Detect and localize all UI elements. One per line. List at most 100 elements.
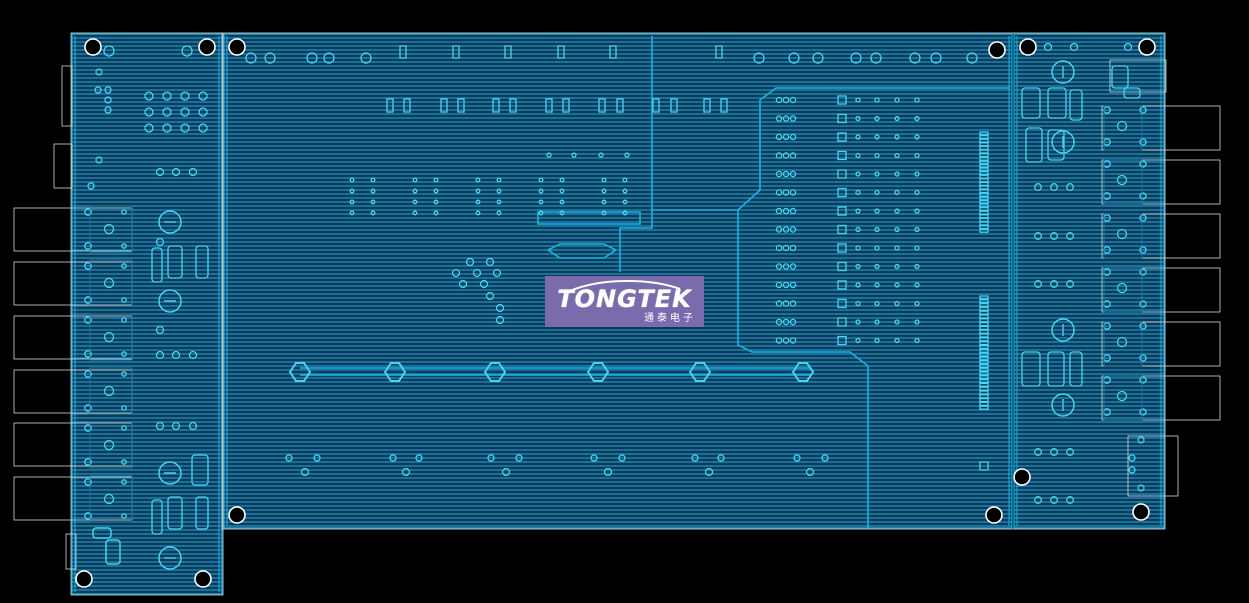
pad-icon xyxy=(837,261,847,272)
pad-icon xyxy=(1021,87,1041,119)
via-icon xyxy=(782,281,790,289)
via-icon xyxy=(121,209,127,215)
pad-icon xyxy=(151,499,163,535)
via-icon xyxy=(789,96,797,104)
via-icon xyxy=(894,208,900,214)
via-icon xyxy=(103,331,115,343)
via-icon xyxy=(84,208,92,216)
via-icon xyxy=(870,52,882,64)
via-icon xyxy=(914,134,920,140)
via-icon xyxy=(775,300,783,307)
via-icon xyxy=(775,244,783,252)
via-icon xyxy=(601,188,607,194)
via-icon xyxy=(1116,120,1128,132)
via-icon xyxy=(598,152,604,158)
pad-icon xyxy=(979,382,989,388)
pad-icon xyxy=(1111,65,1129,89)
via-icon xyxy=(782,170,790,178)
via-icon xyxy=(121,371,127,377)
via-icon xyxy=(501,467,511,477)
mounting-hole-icon xyxy=(228,38,246,56)
pad-icon xyxy=(979,314,989,319)
via-icon xyxy=(1139,322,1147,330)
via-icon xyxy=(914,115,920,122)
via-icon xyxy=(433,199,439,205)
via-icon xyxy=(1139,376,1147,384)
pad-icon xyxy=(979,310,989,315)
via-icon xyxy=(1137,436,1145,444)
pad-icon xyxy=(979,375,989,380)
via-icon xyxy=(601,177,607,183)
via-icon xyxy=(84,512,92,520)
via-icon xyxy=(1034,448,1042,456)
pad-icon xyxy=(979,359,989,365)
pad-icon xyxy=(1025,127,1043,163)
via-icon xyxy=(789,152,797,159)
pad-icon xyxy=(1047,87,1067,119)
via-icon xyxy=(789,300,797,307)
capacitor-icon xyxy=(158,546,182,570)
component-outline xyxy=(89,313,133,361)
via-icon xyxy=(87,182,95,190)
via-icon xyxy=(401,467,411,477)
connector-outline-icon xyxy=(1101,267,1221,313)
via-icon xyxy=(855,263,861,270)
connector-outline-icon xyxy=(61,65,73,127)
pad-icon xyxy=(979,325,989,331)
via-icon xyxy=(1066,280,1074,288)
pad-icon xyxy=(979,318,989,323)
via-icon xyxy=(349,188,355,194)
pad-icon xyxy=(167,496,183,530)
via-icon xyxy=(1139,354,1147,362)
via-icon xyxy=(775,170,783,178)
via-icon xyxy=(538,199,544,205)
via-icon xyxy=(485,257,495,267)
via-icon xyxy=(1050,448,1058,456)
pad-icon xyxy=(399,45,407,59)
via-icon xyxy=(789,189,797,196)
via-icon xyxy=(914,337,920,344)
via-icon xyxy=(874,171,880,177)
pad-icon xyxy=(837,317,847,327)
via-icon xyxy=(84,296,92,304)
via-icon xyxy=(323,52,335,64)
pad-icon xyxy=(562,98,570,113)
via-icon xyxy=(717,454,725,462)
via-icon xyxy=(171,421,181,431)
component-outline xyxy=(89,475,133,523)
via-icon xyxy=(812,52,824,64)
via-icon xyxy=(155,237,165,247)
via-icon xyxy=(181,45,193,57)
tongtek-logo: TONGTEK 通泰电子 xyxy=(545,276,704,327)
via-icon xyxy=(84,370,92,378)
via-icon xyxy=(789,207,797,215)
logo-brand: TONGTEK xyxy=(557,285,692,313)
via-icon xyxy=(370,188,376,194)
via-icon xyxy=(789,133,797,141)
via-icon xyxy=(914,171,920,177)
via-icon xyxy=(894,282,900,288)
via-icon xyxy=(855,97,861,103)
via-icon xyxy=(155,350,165,360)
via-icon xyxy=(451,268,461,278)
pad-icon xyxy=(557,45,565,59)
via-icon xyxy=(538,177,544,183)
via-icon xyxy=(874,97,880,103)
pad-icon xyxy=(837,224,847,235)
pad-icon xyxy=(979,356,989,361)
pad-icon xyxy=(1021,351,1041,387)
pad-icon xyxy=(979,386,989,391)
via-icon xyxy=(84,242,92,250)
mounting-hole-icon xyxy=(75,570,93,588)
via-icon xyxy=(1139,192,1147,200)
pad-icon xyxy=(979,321,989,327)
via-icon xyxy=(894,319,900,325)
via-icon xyxy=(95,68,103,76)
via-icon xyxy=(855,319,861,325)
via-icon xyxy=(155,421,165,431)
via-icon xyxy=(389,454,397,462)
via-icon xyxy=(775,189,783,196)
pad-icon xyxy=(979,461,989,471)
via-icon xyxy=(1050,232,1058,240)
via-icon xyxy=(349,199,355,205)
